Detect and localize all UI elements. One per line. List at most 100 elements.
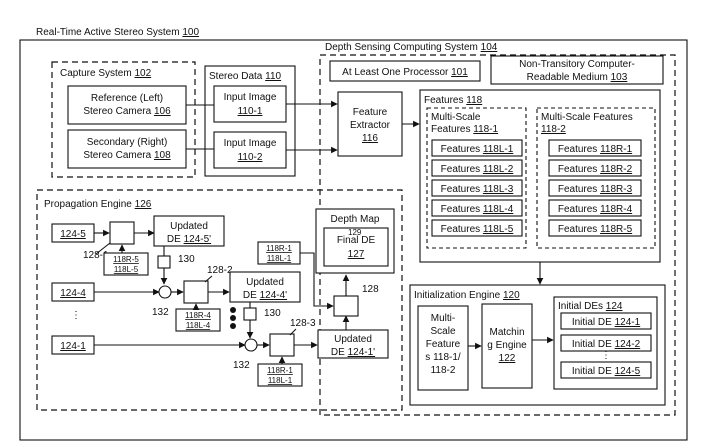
multiscale-left-frame: [426, 107, 527, 249]
feature-right-item: Features 118R-4: [558, 204, 633, 215]
label-132-a: 132: [152, 307, 169, 318]
label-128-2: 128-2: [207, 265, 233, 276]
multiscale-left-line2: Features 118-1: [431, 124, 499, 135]
feature-extractor-box: [337, 91, 403, 157]
system-label: Real-Time Active Stereo System 100: [36, 27, 199, 38]
feature-pair-bot-r: 118R-1: [267, 366, 293, 375]
processor-box: [329, 60, 481, 82]
features-right-list: Features 118R-1 Features 118R-2 Features…: [548, 139, 642, 237]
updated-de-top-line1: Updated: [170, 221, 208, 232]
feature-pair-bot: [257, 363, 303, 387]
input-image-1-ref: 110-1: [238, 106, 263, 117]
secondary-camera-line2: Stereo Camera 108: [83, 150, 171, 161]
input-image-1-line1: Input Image: [224, 92, 277, 103]
final-de-ref: 127: [348, 249, 365, 260]
update-unit-bot: [269, 333, 295, 357]
initialization-engine-label: Initialization Engine 120: [414, 290, 520, 301]
final-de-box: [323, 227, 389, 267]
label-128-3: 128-3: [290, 318, 316, 329]
updated-de-mid-line1: Updated: [246, 277, 284, 288]
feature-left-box: [431, 159, 523, 177]
initial-de-box: [560, 312, 652, 330]
input-image-2-ref: 110-2: [238, 152, 263, 163]
initial-de-item: Initial DE 124-5: [572, 366, 641, 377]
feature-right-item: Features 118R-5: [558, 224, 633, 235]
multiscale-right-frame: [536, 107, 656, 249]
feature-right-box: [548, 219, 642, 237]
update-unit-top: [109, 221, 135, 245]
sum-node-mid: [158, 285, 172, 299]
secondary-camera-box: [67, 129, 187, 169]
initial-de-item: Initial DE 124-1: [572, 317, 641, 328]
feature-left-item: Features 118L-2: [441, 164, 514, 175]
reference-camera-box: [67, 85, 187, 125]
initial-de-box: [560, 334, 652, 352]
ellipsis-dot: [230, 307, 236, 313]
matching-engine-line2: g Engine: [487, 340, 527, 351]
feature-extractor-ref: 116: [362, 133, 378, 144]
msf-line: 118-2: [431, 365, 456, 376]
updated-de-bot-box: [317, 329, 389, 359]
msf-line: Feature: [426, 339, 461, 350]
feature-left-item: Features 118L-4: [441, 204, 514, 215]
feature-pair-depth-r: 118R-1: [266, 244, 292, 253]
label-130-b: 130: [264, 308, 281, 319]
msf-line: s 118-1/: [425, 352, 461, 363]
upsample-box-mid: [243, 307, 257, 321]
feature-right-item: Features 118R-2: [558, 164, 633, 175]
final-de-prefix: Final DE: [337, 235, 376, 246]
feature-left-item: Features 118L-5: [441, 224, 514, 235]
reference-camera-line2: Stereo Camera 106: [83, 106, 171, 117]
reference-camera-line1: Reference (Left): [91, 93, 163, 104]
propagation-engine-label: Propagation Engine 126: [44, 199, 152, 210]
input-de-124-4-label: 124-4: [60, 288, 86, 299]
input-vdots: ⋮: [71, 310, 81, 321]
feature-left-box: [431, 219, 523, 237]
leader-128-3: [289, 328, 297, 336]
updated-de-top-box: [153, 215, 225, 247]
initial-de-vdots: ⋮: [601, 350, 611, 361]
ellipsis-dot: [230, 315, 236, 321]
label-129: 129: [348, 228, 362, 237]
feature-pair-bot-l: 118L-1: [268, 376, 293, 385]
updated-de-bot-line2: DE 124-1': [331, 347, 375, 358]
propagation-engine-frame: [36, 189, 403, 411]
feature-right-box: [548, 199, 642, 217]
feature-right-item: Features 118R-3: [558, 184, 633, 195]
medium-box: [490, 55, 664, 85]
input-de-124-5-label: 124-5: [60, 229, 86, 240]
medium-line1: Non-Transitory Computer-: [519, 59, 635, 70]
feature-extractor-line1: Feature: [353, 107, 388, 118]
matching-engine-ref: 122: [499, 353, 516, 364]
feature-left-box: [431, 199, 523, 217]
feature-left-item: Features 118L-1: [441, 144, 514, 155]
msf-line: Multi-: [431, 313, 455, 324]
capture-system-label: Capture System 102: [60, 68, 152, 79]
leader-128-2: [204, 275, 213, 283]
processor-label: At Least One Processor 101: [342, 67, 468, 78]
feature-pair-mid-l: 118L-4: [186, 321, 211, 330]
feature-pair-top-r: 118R-5: [113, 255, 139, 264]
feature-pair-depth-l: 118L-1: [267, 254, 292, 263]
initial-des-label: Initial DEs 124: [558, 301, 623, 312]
matching-engine-line1: Matchin: [489, 327, 524, 338]
update-unit-mid: [183, 280, 209, 304]
label-130-a: 130: [178, 254, 195, 265]
feature-right-box: [548, 139, 642, 157]
feature-right-box: [548, 179, 642, 197]
msf-line: Scale: [430, 326, 455, 337]
secondary-camera-line1: Secondary (Right): [87, 137, 168, 148]
input-image-2-line1: Input Image: [224, 138, 277, 149]
medium-line2: Readable Medium 103: [527, 72, 628, 83]
updated-de-top-line2: DE 124-5': [167, 234, 211, 245]
feature-pair-top-l: 118L-5: [114, 265, 139, 274]
multiscale-left-line1: Multi-Scale: [431, 112, 481, 123]
arrow-featpair-depth: [300, 252, 334, 310]
features-label: Features 118: [424, 95, 483, 106]
ellipsis-dot: [230, 323, 236, 329]
label-128: 128: [362, 284, 379, 295]
feature-left-box: [431, 139, 523, 157]
sum-node-bot: [244, 338, 258, 352]
capture-system-frame: [51, 61, 196, 178]
updated-de-mid-line2: DE 124-4': [243, 290, 287, 301]
